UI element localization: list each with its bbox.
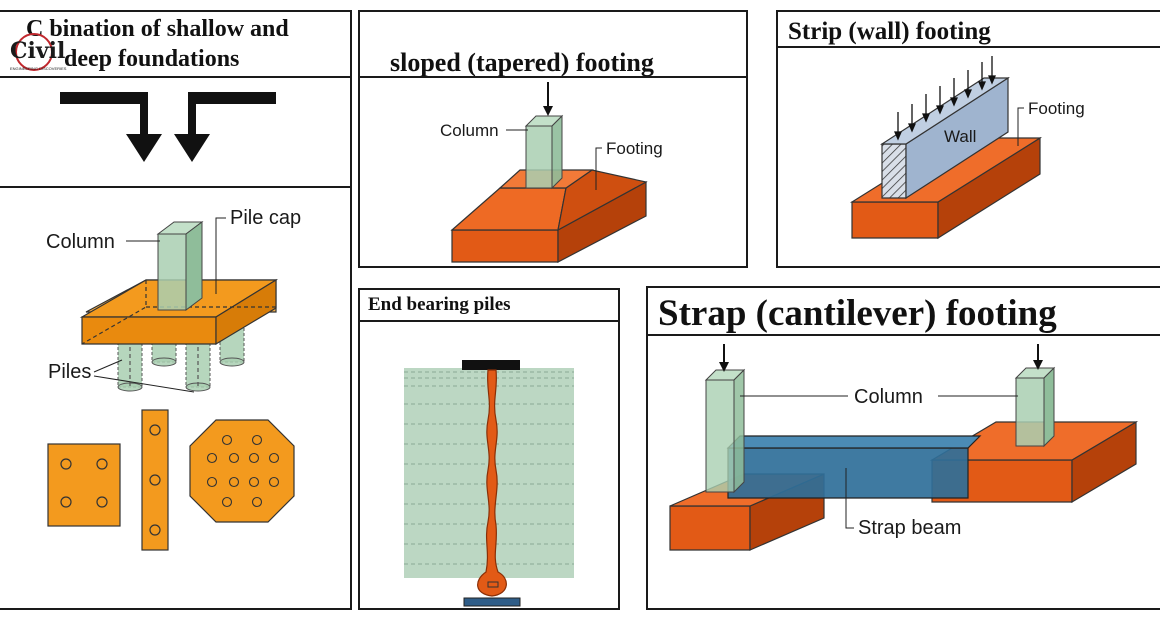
strap-footing-panel: Strap (cantilever) footing <box>646 286 1160 610</box>
strap-title-divider <box>648 334 1160 336</box>
distributed-load-arrows-icon <box>894 56 996 141</box>
strip-footing-label: Footing <box>1028 99 1085 118</box>
strap-footing-title: Strap (cantilever) footing <box>658 293 1057 334</box>
combination-title-divider <box>0 76 350 78</box>
right-bent-arrow-icon <box>174 92 276 162</box>
combination-piles-label: Piles <box>48 361 91 383</box>
pile-cap-plate <box>462 360 520 370</box>
bearing-rock <box>463 597 521 607</box>
combination-pile-cap-label: Pile cap <box>230 207 301 229</box>
right-column <box>1014 366 1056 448</box>
strip-footing-panel: Strip (wall) footing <box>776 10 1160 268</box>
combination-arrows <box>60 92 276 162</box>
strip-wall-label: Wall <box>944 127 976 146</box>
strip-cap-plan <box>141 409 169 551</box>
sloped-title-divider <box>360 76 746 78</box>
combination-diagram: Civil ENGINEERING DISCOVERIES <box>10 33 301 551</box>
strip-footing-diagram: Wall Footing <box>849 56 1085 240</box>
sloped-footing-column <box>524 114 564 190</box>
combination-arrow-divider <box>0 186 350 188</box>
combination-column-label: Column <box>46 231 115 253</box>
combination-column <box>156 221 204 311</box>
end-bearing-title: End bearing piles <box>368 294 511 315</box>
left-column <box>704 368 746 494</box>
sloped-footing-label: Footing <box>606 139 663 158</box>
logo-subtext: ENGINEERING DISCOVERIES <box>10 66 67 71</box>
end-bearing-panel: End bearing piles <box>358 288 620 610</box>
strip-title-divider <box>778 46 1160 48</box>
sloped-footing-block <box>450 169 648 263</box>
strap-beam-label: Strap beam <box>858 517 961 539</box>
end-bearing-pile <box>477 369 507 597</box>
octagonal-cap-plan <box>189 419 295 523</box>
strap-column-label: Column <box>854 386 923 408</box>
load-arrow-icon <box>543 82 553 116</box>
combination-title-line1: C bination of shallow and <box>26 16 289 42</box>
sloped-footing-diagram: Column Footing <box>440 82 663 263</box>
sloped-column-label: Column <box>440 121 499 140</box>
end-bearing-diagram <box>404 360 574 607</box>
left-bent-arrow-icon <box>60 92 162 162</box>
left-load-arrow-icon <box>719 344 729 372</box>
civil-logo: Civil ENGINEERING DISCOVERIES <box>10 33 67 71</box>
sloped-footing-title: sloped (tapered) footing <box>390 48 654 77</box>
logo-text: Civil <box>10 38 65 64</box>
strip-footing-title: Strip (wall) footing <box>788 18 991 45</box>
end-bearing-title-divider <box>360 320 618 322</box>
strap-beam <box>726 435 982 499</box>
square-cap-plan <box>47 443 121 527</box>
combination-panel: C bination of shallow and deep foundatio… <box>0 10 352 610</box>
strap-footing-diagram: Column Strap beam <box>669 344 1139 551</box>
right-load-arrow-icon <box>1033 344 1043 370</box>
combination-title-line2: deep foundations <box>64 46 240 72</box>
sloped-footing-panel: sloped (tapered) footing Column Footing <box>358 10 748 268</box>
